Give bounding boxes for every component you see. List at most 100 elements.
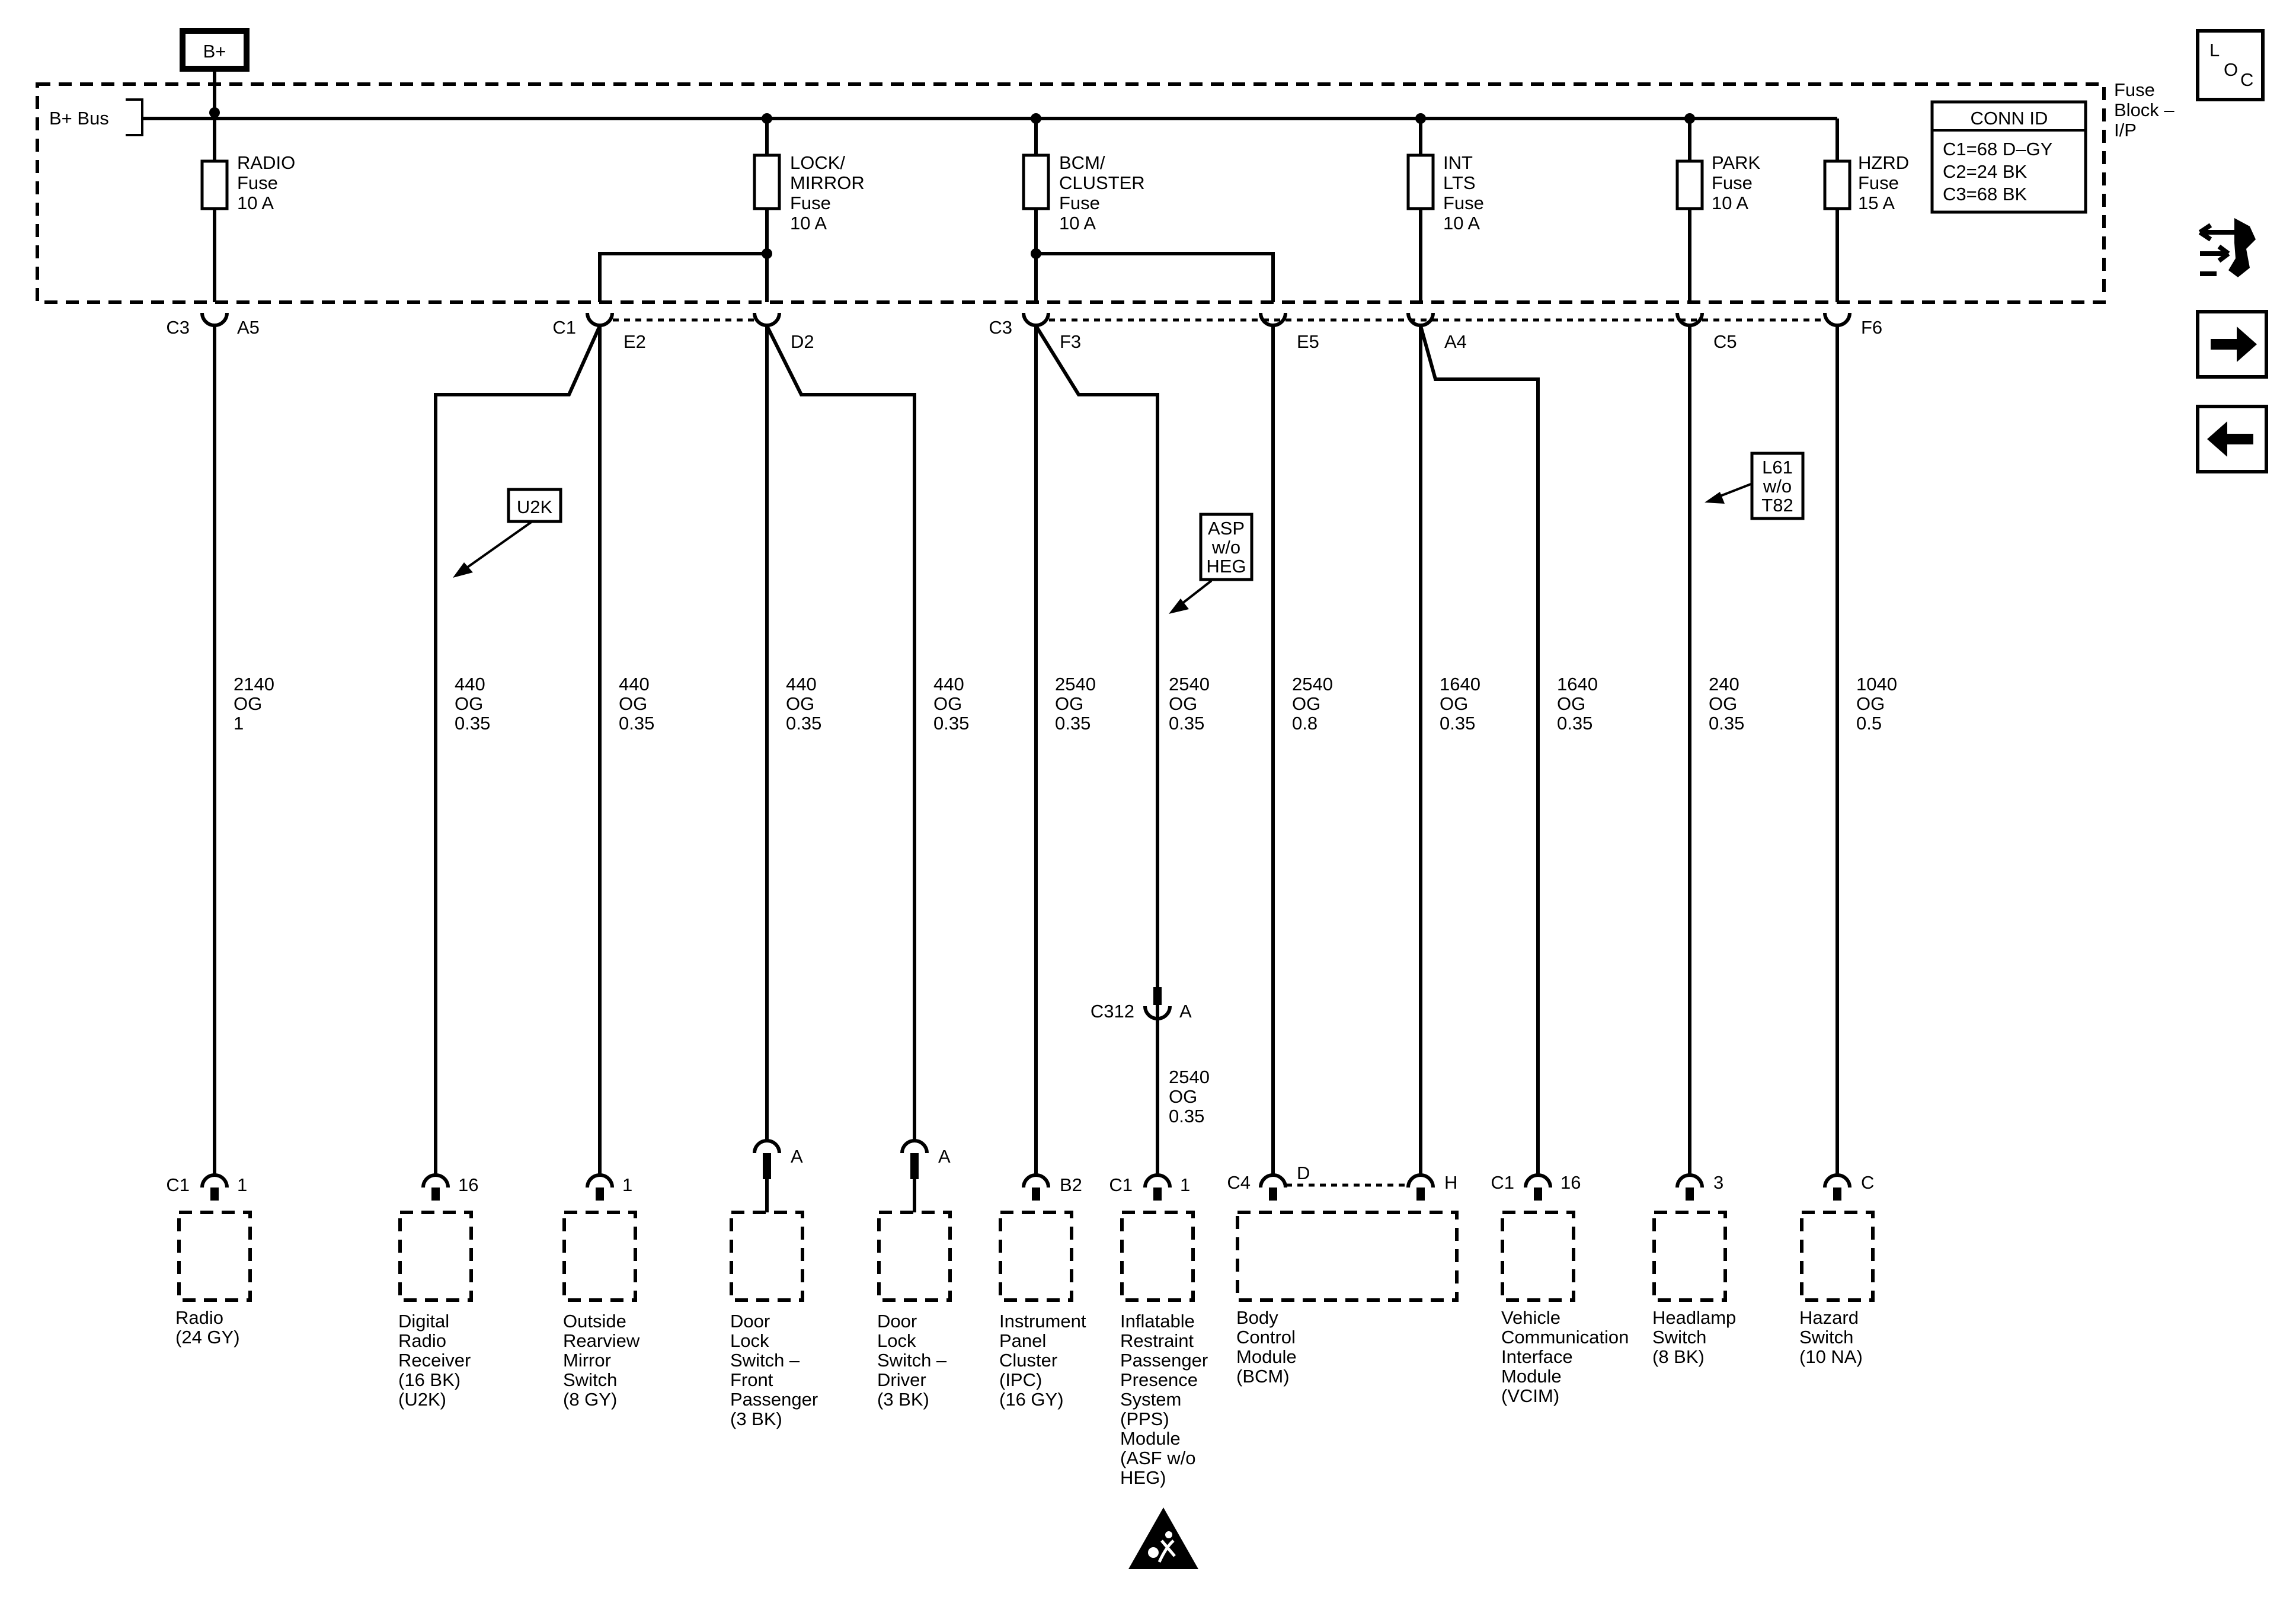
top-connector-labels: C3 A5 C1 E2 D2 C3 F3 E5 A4 C5 F6 bbox=[166, 317, 1882, 352]
svg-text:C1: C1 bbox=[1491, 1172, 1514, 1193]
wire-runs bbox=[213, 325, 1839, 1174]
b-plus-source-box bbox=[180, 28, 250, 72]
svg-text:E2: E2 bbox=[623, 331, 646, 352]
conn-id-title: CONN ID bbox=[1971, 108, 2048, 129]
svg-text:Radio(24 GY): Radio(24 GY) bbox=[175, 1307, 240, 1347]
svg-text:3: 3 bbox=[1713, 1172, 1723, 1193]
svg-text:A4: A4 bbox=[1444, 331, 1467, 352]
inline-pin-a bbox=[900, 1139, 929, 1212]
svg-text:H: H bbox=[1444, 1172, 1457, 1193]
conn-id-row: C2=24 BK bbox=[1943, 161, 2028, 182]
svg-text:C312: C312 bbox=[1091, 1001, 1134, 1022]
svg-text:F6: F6 bbox=[1861, 317, 1882, 338]
conn-id-row: C1=68 D–GY bbox=[1943, 139, 2052, 159]
svg-text:C1: C1 bbox=[166, 1174, 190, 1195]
inline-pin-a bbox=[753, 1139, 781, 1212]
svg-text:1: 1 bbox=[1180, 1174, 1190, 1195]
airbag-warning-icon bbox=[1128, 1507, 1198, 1569]
b-plus-bus-label: B+ Bus bbox=[49, 108, 109, 129]
svg-text:D2: D2 bbox=[791, 331, 814, 352]
svg-text:A5: A5 bbox=[237, 317, 260, 338]
svg-text:A: A bbox=[791, 1146, 803, 1167]
svg-text:16: 16 bbox=[1560, 1172, 1581, 1193]
b-plus-bus: B+ Bus bbox=[49, 98, 1837, 136]
svg-text:1: 1 bbox=[237, 1174, 247, 1195]
svg-text:O: O bbox=[2224, 59, 2238, 80]
svg-text:U2K: U2K bbox=[517, 497, 553, 517]
svg-text:C3: C3 bbox=[166, 317, 190, 338]
svg-text:C: C bbox=[2240, 69, 2253, 90]
svg-text:A: A bbox=[1179, 1001, 1192, 1022]
svg-text:D: D bbox=[1297, 1163, 1310, 1183]
component-radio: Radio(24 GY) bbox=[175, 1211, 252, 1347]
svg-text:C3: C3 bbox=[989, 317, 1012, 338]
svg-text:C5: C5 bbox=[1713, 331, 1737, 352]
svg-text:L: L bbox=[2209, 40, 2220, 60]
schematic-nav-icon[interactable] bbox=[2198, 218, 2256, 277]
conn-id-row: C3=68 BK bbox=[1943, 184, 2028, 204]
svg-text:B2: B2 bbox=[1060, 1174, 1082, 1195]
svg-text:16: 16 bbox=[458, 1174, 478, 1195]
internal-splices bbox=[598, 248, 1275, 302]
loc-icon[interactable]: L O C bbox=[2196, 29, 2265, 101]
bottom-connector-labels: C1 1 16 1 A A B2 C1 1 C4 D H C1 16 3 C bbox=[166, 1146, 1874, 1195]
conn-id-table: CONN ID C1=68 D–GY C2=24 BK C3=68 BK bbox=[1930, 100, 2087, 214]
svg-text:C1: C1 bbox=[552, 317, 576, 338]
svg-text:C1: C1 bbox=[1109, 1174, 1133, 1195]
svg-text:C: C bbox=[1861, 1172, 1874, 1193]
next-page-arrow-icon[interactable] bbox=[2196, 310, 2268, 379]
option-tag-u2k: U2K bbox=[453, 488, 562, 578]
svg-text:E5: E5 bbox=[1297, 331, 1319, 352]
fuse-block: Fuse Block – I/P bbox=[36, 79, 2175, 304]
svg-text:C4: C4 bbox=[1227, 1172, 1251, 1193]
previous-page-arrow-icon[interactable] bbox=[2196, 405, 2268, 473]
